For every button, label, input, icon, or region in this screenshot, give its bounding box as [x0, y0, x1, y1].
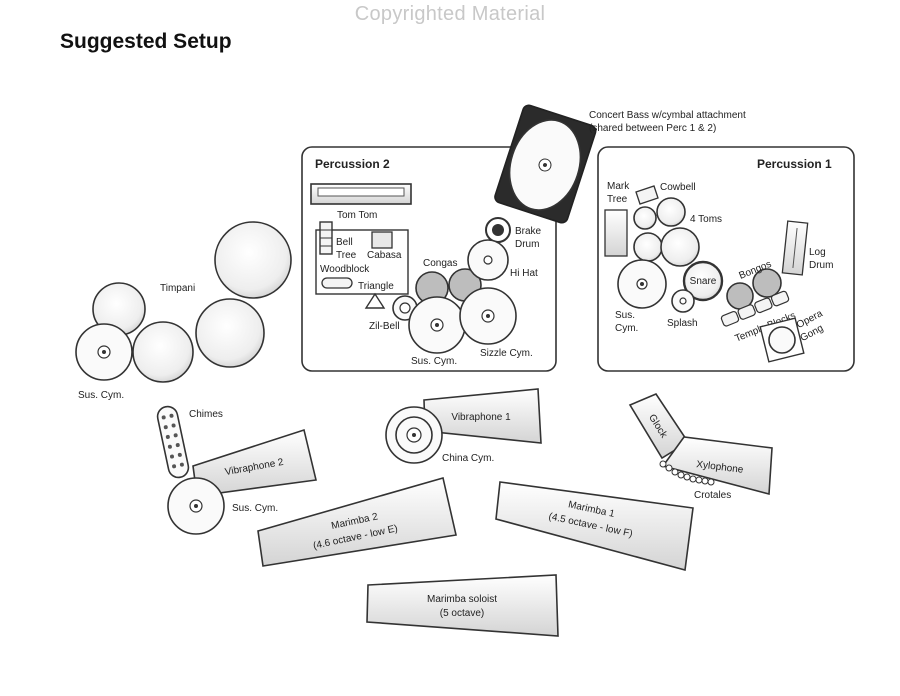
log-drum-icon: [781, 220, 809, 276]
temple-blocks-icon: [720, 290, 790, 327]
chimes-label: Chimes: [189, 409, 223, 420]
splash-label: Splash: [667, 318, 698, 329]
marimba-soloist-label: Marimba soloist: [427, 594, 497, 605]
tom-drum: [660, 227, 700, 267]
xylophone: [661, 436, 773, 496]
snare-label: Snare: [690, 276, 717, 287]
cymbal-center: [194, 504, 198, 508]
marimba-soloist-range: (5 octave): [440, 608, 484, 619]
vibraphone-1-label: Vibraphone 1: [451, 412, 511, 423]
woodblock-label: Woodblock: [320, 264, 370, 275]
percussion-1-area: [597, 146, 855, 372]
concert-bass-label: Concert Bass w/cymbal attachment: [589, 110, 746, 121]
mark-tree-label: Mark: [607, 181, 630, 192]
crotales: [659, 460, 715, 486]
hi-hat-label: Hi Hat: [510, 268, 538, 279]
marimba-2: [257, 476, 457, 567]
sus-cym-bottom-label: Sus. Cym.: [232, 503, 278, 514]
cymbal-center: [486, 314, 490, 318]
hi-hat-center: [483, 255, 493, 265]
concert-bass-drum: [494, 104, 597, 224]
tom-drum: [656, 197, 686, 227]
zil-bell-center: [399, 302, 411, 314]
tom-tom-label: Tom Tom: [337, 210, 377, 221]
percussion-2-title: Percussion 2: [315, 157, 390, 171]
triangle-label: Triangle: [358, 281, 394, 292]
marimba-1: [495, 481, 694, 572]
cymbal-center: [640, 282, 644, 286]
tom-tom-shell: [317, 187, 405, 197]
mark-tree-label-2: Tree: [607, 194, 628, 205]
chimes: [156, 405, 190, 479]
timpani-label: Timpani: [160, 283, 195, 294]
china-cym-label: China Cym.: [442, 453, 494, 464]
congas-label: Congas: [423, 258, 457, 269]
page-title: Suggested Setup: [60, 30, 232, 53]
bell-tree-label: Bell: [336, 237, 353, 248]
zil-bell-label: Zil-Bell: [369, 321, 400, 332]
tom-drum: [633, 232, 663, 262]
four-toms-label: 4 Toms: [690, 214, 722, 225]
mark-tree-icon: [604, 209, 628, 257]
triangle-icon: [364, 292, 386, 309]
snare-drum: [682, 260, 724, 302]
tom-drum: [633, 206, 657, 230]
percussion-1-title: Percussion 1: [757, 157, 832, 171]
bell-tree-label-2: Tree: [336, 250, 357, 261]
percussion-2-area: [301, 146, 557, 372]
brake-drum-label-2: Drum: [515, 239, 539, 250]
cabasa-label: Cabasa: [367, 250, 402, 261]
sus-cym-left-label: Sus. Cym.: [78, 390, 124, 401]
brake-drum-label: Brake: [515, 226, 542, 237]
cabasa-icon: [371, 231, 393, 249]
log-drum-label: Log: [809, 247, 826, 258]
sus-cym-p1-label-2: Cym.: [615, 323, 638, 334]
timpani-drum: [195, 298, 265, 368]
cowbell-icon: [635, 185, 659, 205]
sizzle-cym-label: Sizzle Cym.: [480, 348, 533, 359]
cymbal-center: [102, 350, 106, 354]
log-drum-label-2: Drum: [809, 260, 833, 271]
opera-gong: [768, 326, 796, 354]
cymbal-center: [435, 323, 439, 327]
sus-cym-p2-label: Sus. Cym.: [411, 356, 457, 367]
brake-drum-center: [492, 224, 504, 236]
sus-cym-p1-label: Sus.: [615, 310, 635, 321]
timpani-drum: [132, 321, 194, 383]
cowbell-label: Cowbell: [660, 182, 696, 193]
cymbal-center: [412, 433, 416, 437]
concert-bass-label-note: (shared between Perc 1 & 2): [589, 123, 716, 134]
marimba-soloist: [366, 574, 559, 637]
bongo-drum: [752, 268, 782, 298]
copyright-watermark: Copyrighted Material: [354, 3, 546, 25]
timpani-drum: [214, 221, 292, 299]
crotales-label: Crotales: [694, 490, 731, 501]
splash-center: [679, 297, 687, 305]
woodblock-icon: [321, 277, 353, 289]
